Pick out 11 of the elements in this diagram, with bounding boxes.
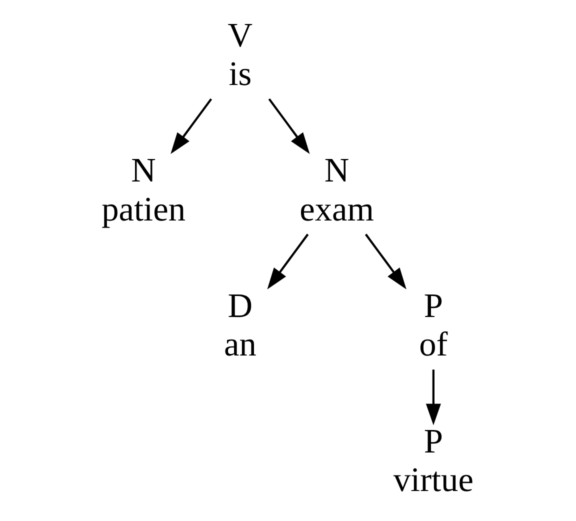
arrow <box>364 234 406 290</box>
arrow <box>425 370 440 426</box>
arrow <box>266 234 308 290</box>
node-text: N patien <box>101 152 186 228</box>
node-text: D an <box>223 286 256 364</box>
arrow <box>268 98 310 154</box>
node-text: N exam <box>299 152 374 228</box>
node-text: P of <box>418 286 448 364</box>
node-text: V is <box>227 16 252 94</box>
node-text: P virtue <box>392 422 473 499</box>
arrow <box>170 98 212 154</box>
